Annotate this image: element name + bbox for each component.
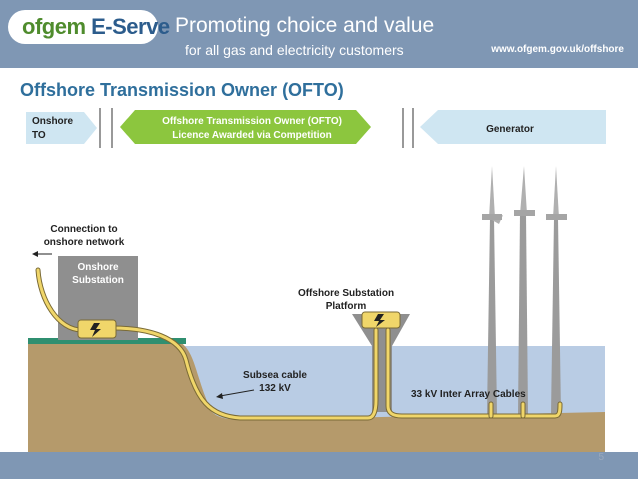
ofgem-logo[interactable]: ofgem E-Serve — [22, 14, 170, 40]
tagline-line2: for all gas and electricity customers — [185, 42, 404, 58]
website-url[interactable]: www.ofgem.gov.uk/offshore — [491, 44, 624, 55]
wind-turbine-2 — [514, 166, 535, 414]
grass-strip — [28, 338, 186, 344]
onshore-transformer-icon — [77, 319, 117, 339]
connection-label-2: onshore network — [44, 237, 125, 248]
offshore-transformer-icon — [361, 311, 401, 329]
logo-pill — [8, 10, 158, 44]
ofto-label-2: Licence Awarded via Competition — [172, 130, 331, 141]
wind-turbine-1 — [482, 166, 503, 414]
generator-label: Generator — [486, 124, 534, 135]
tagline-line1: Promoting choice and value — [175, 14, 435, 37]
connection-arrow — [32, 251, 52, 257]
ofto-arrow — [120, 110, 371, 144]
logo-ofgem: ofgem — [22, 14, 86, 39]
inter-array-label: 33 kV Inter Array Cables — [411, 389, 526, 400]
land-seabed — [28, 342, 605, 452]
subsea-cable-label-1: Subsea cable — [243, 370, 307, 381]
connection-label-1: Connection to — [50, 224, 117, 235]
onshore-substation-label-1: Onshore — [77, 262, 119, 273]
zone-boundary-left — [99, 108, 113, 148]
onshore-to-label-2: TO — [32, 130, 46, 141]
onshore-to-box — [26, 112, 97, 144]
offshore-substation-label-2: Platform — [326, 301, 367, 312]
offshore-substation-label-1: Offshore Substation — [298, 288, 394, 299]
onshore-substation-label-2: Substation — [72, 275, 124, 286]
zone-boundary-right — [402, 108, 414, 148]
ofto-label-1: Offshore Transmission Owner (OFTO) — [162, 116, 342, 127]
offshore-platform — [352, 314, 410, 412]
generator-box — [420, 110, 606, 144]
header-banner — [0, 0, 638, 68]
logo-eserve: E-Serve — [85, 14, 170, 39]
page-title: Offshore Transmission Owner (OFTO) — [20, 80, 344, 100]
subsea-cable-arrow — [216, 389, 255, 399]
subsea-cable-label-2: 132 kV — [259, 383, 291, 394]
wind-turbine-3 — [546, 166, 567, 414]
sea — [185, 346, 605, 422]
footer-bar — [0, 452, 638, 479]
onshore-to-label-1: Onshore — [32, 116, 74, 127]
page-number: 5 — [598, 452, 604, 463]
